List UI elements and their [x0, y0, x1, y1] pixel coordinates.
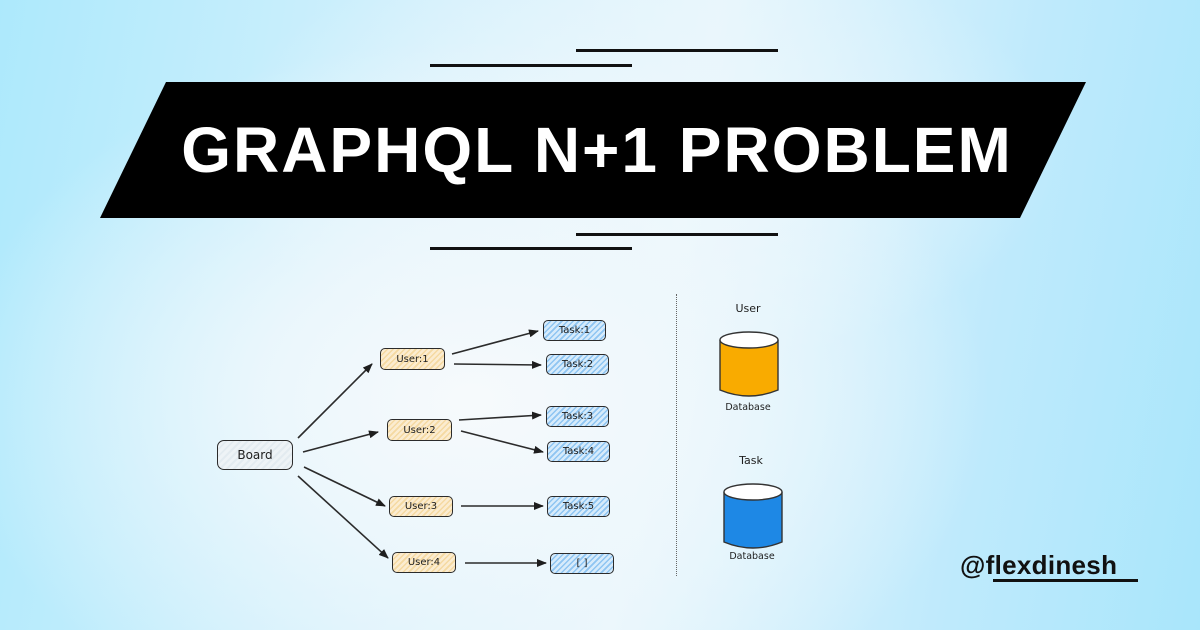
handle-name: flexdinesh	[985, 550, 1118, 580]
user-node-4: User:4	[392, 552, 456, 573]
task-node-1: Task:1	[543, 320, 606, 341]
author-handle: @flexdinesh	[960, 550, 1117, 581]
task-db-title: Task	[739, 454, 763, 467]
page-title: GRAPHQL N+1 PROBLEM	[181, 114, 1013, 186]
task-node-4: Task:4	[547, 441, 610, 462]
user-node-3: User:3	[389, 496, 453, 517]
user-db-title: User	[735, 302, 761, 315]
handle-at: @	[960, 550, 986, 580]
decor-line-top-1	[576, 49, 778, 52]
task-node-2: Task:2	[546, 354, 609, 375]
board-node: Board	[217, 440, 293, 470]
decor-line-top-2	[430, 64, 632, 67]
user-db-caption: Database	[725, 402, 771, 413]
user-node-1: User:1	[380, 348, 445, 370]
task-node-3: Task:3	[546, 406, 609, 427]
empty-task-node: [ ]	[550, 553, 614, 574]
user-database-icon	[719, 331, 779, 397]
decor-line-bottom-2	[430, 247, 632, 250]
user-node-2: User:2	[387, 419, 452, 441]
handle-underline	[993, 579, 1138, 582]
task-database-icon	[723, 483, 783, 549]
task-db-caption: Database	[729, 551, 775, 562]
dotted-divider	[676, 294, 677, 576]
task-node-5: Task:5	[547, 496, 610, 517]
decor-line-bottom-1	[576, 233, 778, 236]
